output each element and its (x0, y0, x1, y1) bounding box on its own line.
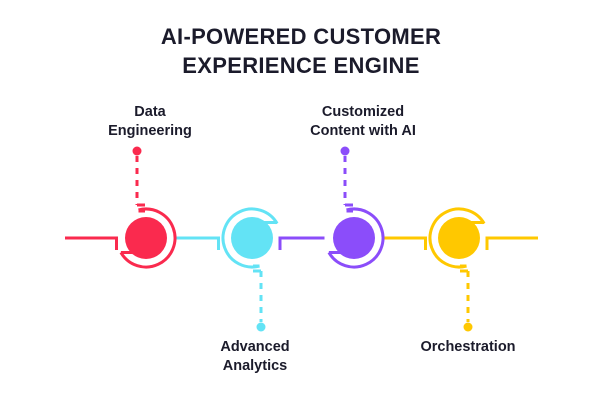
node-ring-arc (327, 207, 385, 269)
node-data-engineering (119, 207, 177, 269)
connectors-layer (65, 236, 538, 250)
node-stem-dot (463, 322, 473, 332)
node-circle-customized-content-with-ai (333, 217, 375, 259)
node-stem-customized-content-with-ai (340, 146, 353, 207)
node-stem-orchestration (460, 269, 473, 332)
connector-line-start (65, 236, 118, 250)
node-circle-orchestration (438, 217, 480, 259)
page-title: AI-POWERED CUSTOMER EXPERIENCE ENGINE (0, 22, 602, 81)
node-ring-arc (221, 207, 279, 269)
node-customized-content-with-ai (327, 207, 385, 269)
node-label-data-engineering: Data Engineering (108, 104, 192, 140)
connector-line-2 (383, 236, 427, 250)
connector-line-1 (278, 236, 325, 250)
connector-line-0 (175, 236, 220, 250)
node-label-customized-content-with-ai: Customized Content with AI (310, 104, 416, 140)
node-circle-advanced-analytics (231, 217, 273, 259)
connector-line-end (485, 236, 538, 250)
node-label-orchestration: Orchestration (420, 339, 516, 355)
node-stem-dot (340, 146, 350, 156)
page-title-line-1: AI-POWERED CUSTOMER (160, 24, 442, 49)
node-stem-dot (256, 322, 266, 332)
node-stem-advanced-analytics (253, 269, 266, 332)
node-ring-arc (119, 207, 177, 269)
node-label-advanced-analytics: Advanced Analytics (220, 339, 290, 375)
node-stem-dot (132, 146, 142, 156)
node-advanced-analytics (221, 207, 279, 269)
nodes-layer (119, 207, 486, 269)
node-orchestration (428, 207, 486, 269)
node-circle-data-engineering (125, 217, 167, 259)
page-title-line-2: EXPERIENCE ENGINE (182, 53, 420, 79)
node-stem-data-engineering (132, 146, 145, 207)
node-ring-arc (428, 207, 486, 269)
stems-layer (132, 146, 473, 332)
